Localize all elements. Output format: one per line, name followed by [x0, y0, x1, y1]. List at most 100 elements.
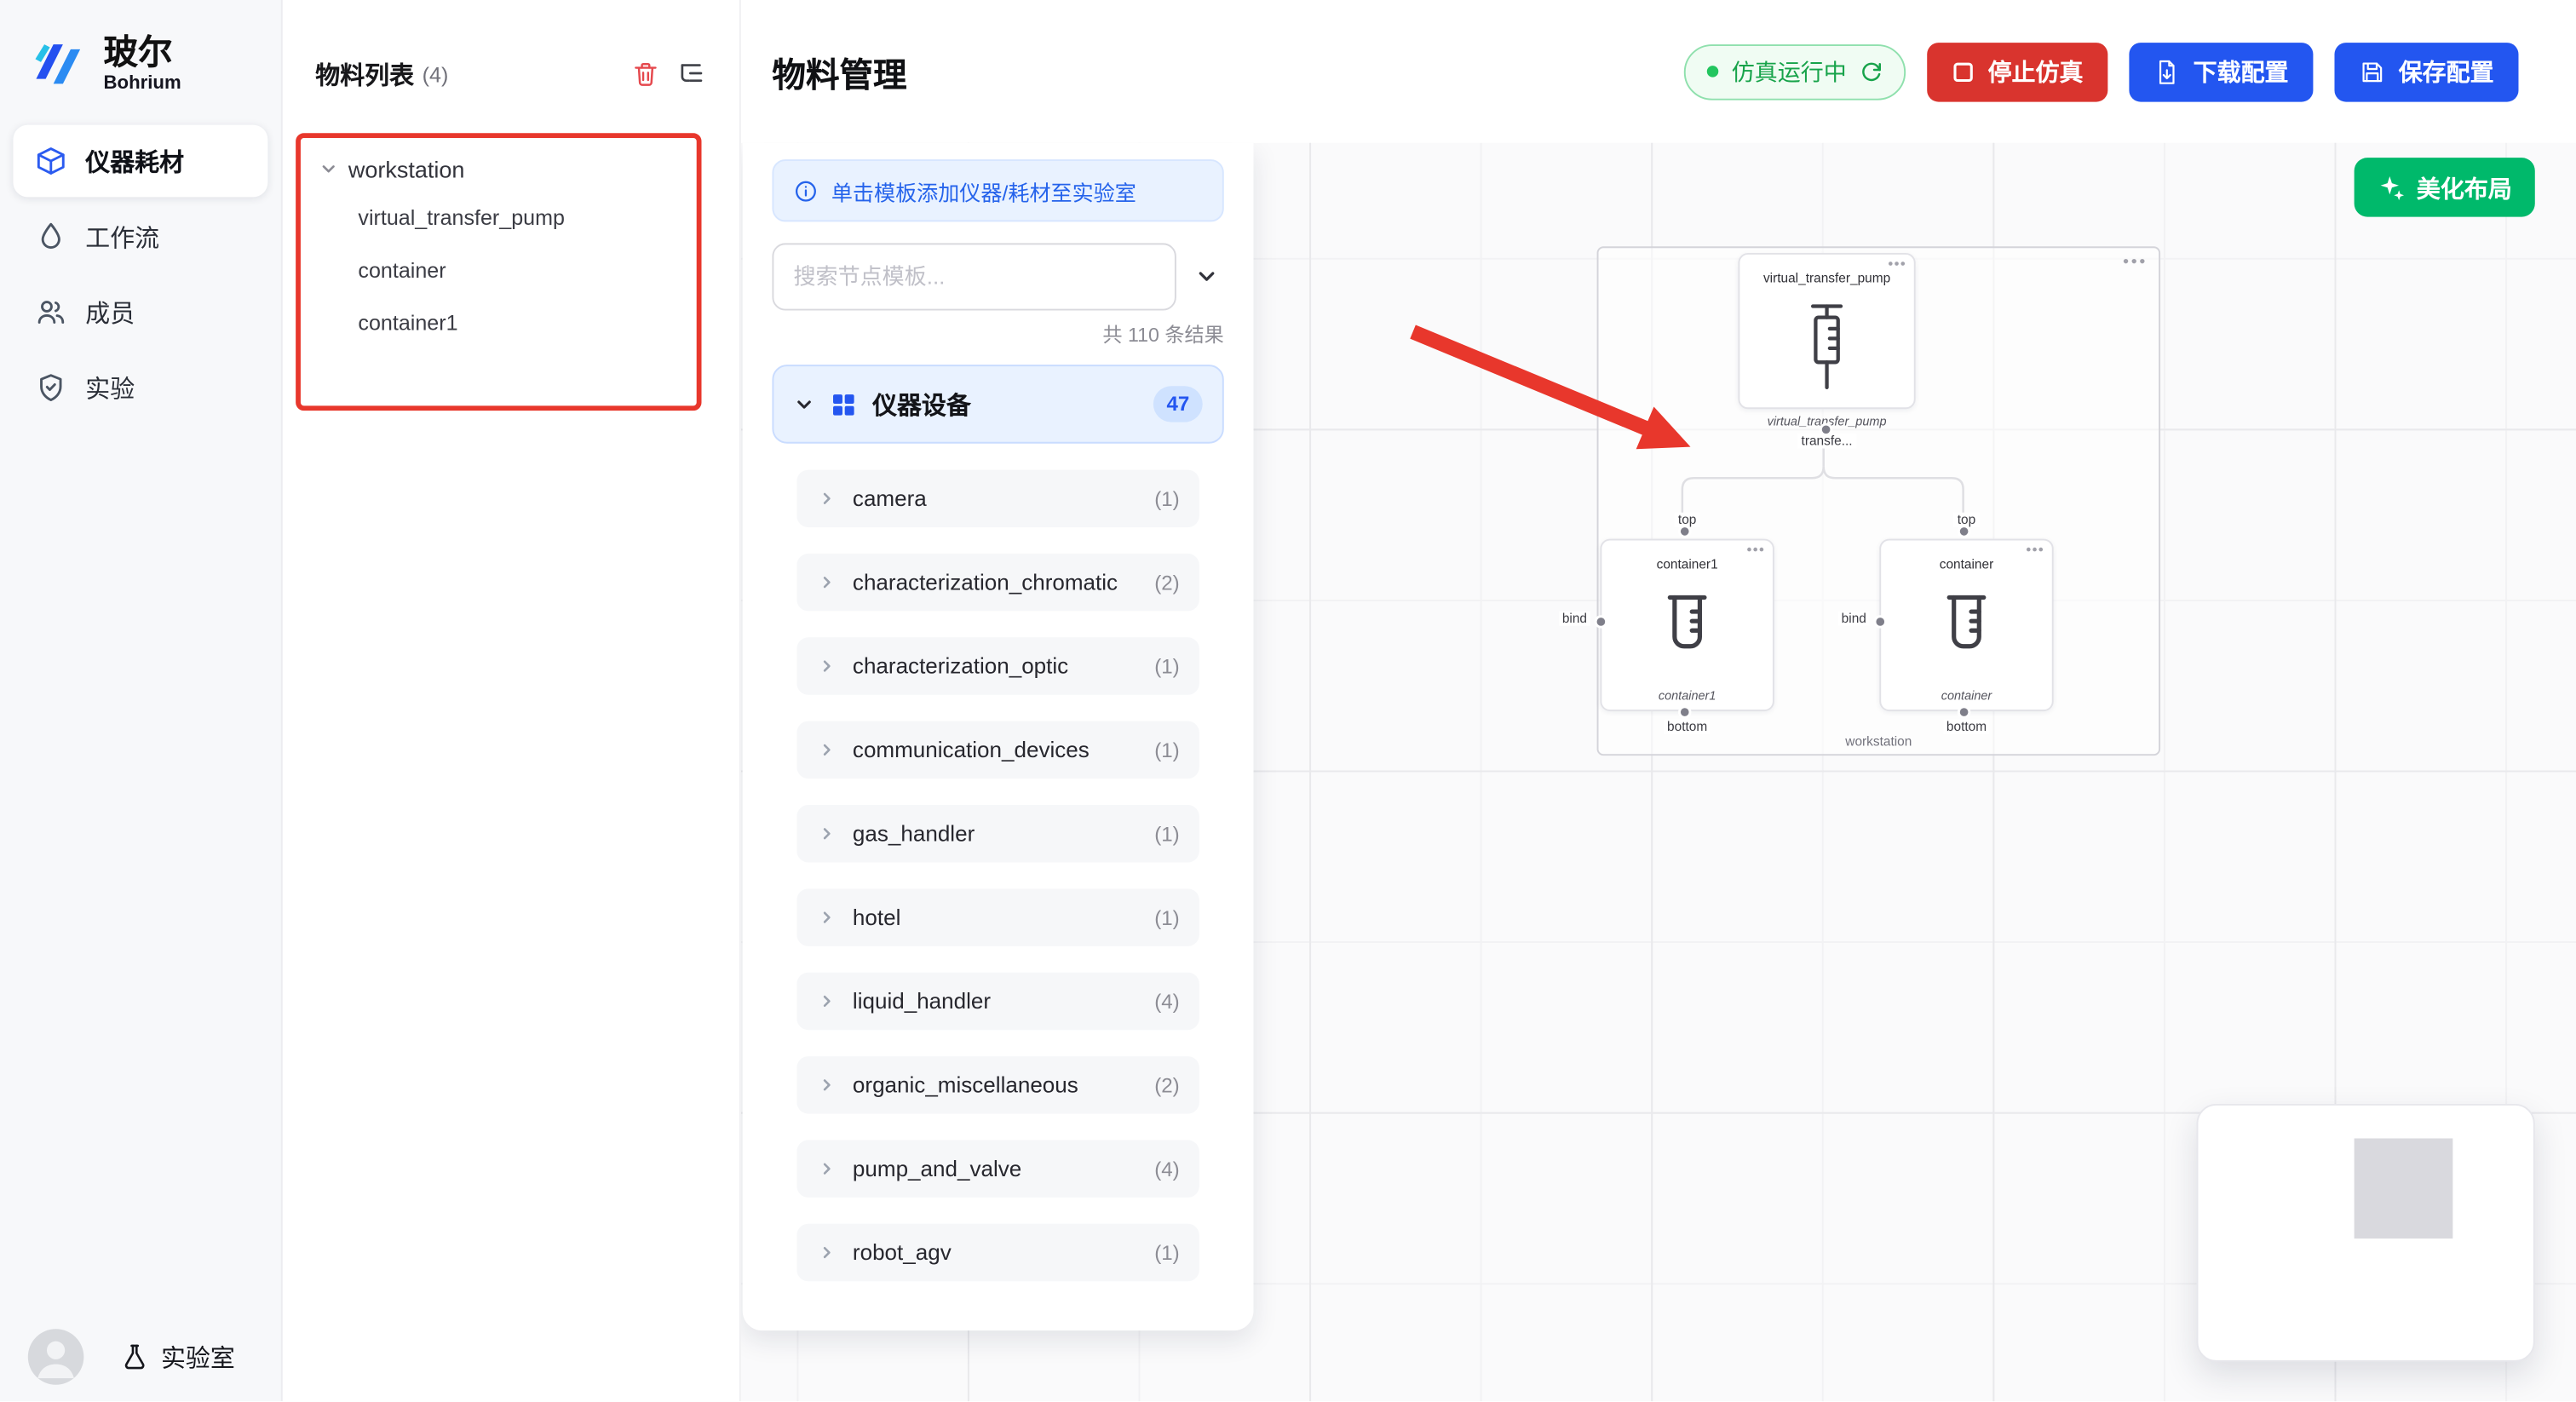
tree-node-child[interactable]: virtual_transfer_pump [283, 191, 739, 244]
template-item-row[interactable]: camera (1) [796, 469, 1199, 528]
lab-link[interactable]: 实验室 [120, 1340, 235, 1374]
save-config-button[interactable]: 保存配置 [2334, 42, 2519, 101]
port-dot[interactable] [1596, 618, 1606, 626]
port-dot[interactable] [1680, 527, 1689, 536]
download-config-button[interactable]: 下载配置 [2129, 42, 2314, 101]
template-item-row[interactable]: hotel (1) [796, 888, 1199, 946]
template-item-count: (2) [1154, 1073, 1180, 1097]
port-dot[interactable] [1876, 618, 1885, 626]
beautify-layout-button[interactable]: 美化布局 [2354, 158, 2535, 217]
template-item-label: camera [852, 486, 927, 511]
template-item-label: liquid_handler [852, 988, 992, 1014]
port-dot[interactable] [1821, 425, 1831, 434]
node-container[interactable]: container container [1879, 538, 2054, 712]
more-icon[interactable] [2123, 258, 2146, 265]
beaker-icon [1881, 577, 2052, 662]
sidebar-item-experiments[interactable]: 实验 [13, 352, 267, 424]
template-item-row[interactable]: organic_miscellaneous (2) [796, 1056, 1199, 1114]
syringe-icon [1739, 290, 1913, 395]
more-icon[interactable] [1746, 547, 1764, 552]
port-dot[interactable] [1959, 527, 1969, 536]
beaker-icon [1601, 577, 1773, 662]
node-virtual-transfer-pump[interactable]: virtual_transfer_pump [1738, 252, 1916, 410]
port-label: bind [1830, 611, 1870, 627]
sidebar-item-label: 成员 [85, 299, 135, 328]
sidebar-item-label: 实验 [85, 375, 135, 404]
avatar[interactable] [27, 1329, 84, 1385]
template-item-count: (1) [1154, 905, 1180, 929]
sidebar-item-label: 工作流 [85, 224, 160, 253]
brand[interactable]: 玻尔 Bohrium [0, 0, 281, 118]
tree-node-child[interactable]: container [283, 243, 739, 296]
template-item-label: characterization_optic [852, 653, 1069, 679]
chevron-right-icon [818, 1244, 836, 1261]
template-item-row[interactable]: characterization_optic (1) [796, 637, 1199, 695]
category-count-badge: 47 [1153, 386, 1203, 422]
port-dot[interactable] [1680, 708, 1689, 716]
tree-node-workstation[interactable]: workstation [283, 148, 739, 191]
workflow-canvas[interactable]: virtual_transfer_pump v [740, 142, 2576, 1402]
stop-simulation-button[interactable]: 停止仿真 [1927, 42, 2108, 101]
template-item-count: (1) [1154, 1241, 1180, 1265]
template-item-label: hotel [852, 905, 901, 930]
category-label: 仪器设备 [872, 391, 971, 420]
material-list-header: 物料列表 (4) [315, 53, 706, 95]
chevron-down-icon[interactable] [1187, 259, 1223, 295]
page-title: 物料管理 [772, 56, 907, 95]
topbar: 物料管理 仿真运行中 停止仿真 [740, 0, 2576, 143]
save-button-label: 保存配置 [2398, 60, 2494, 88]
flask-icon [120, 1342, 150, 1372]
node-title: virtual_transfer_pump [1762, 271, 1891, 286]
more-icon[interactable] [1888, 261, 1906, 267]
chevron-right-icon [818, 992, 836, 1010]
chevron-down-icon [319, 159, 338, 179]
port-label: transfe... [1738, 434, 1915, 450]
chevron-right-icon [818, 657, 836, 675]
tree-node-label: workstation [348, 156, 465, 183]
sidebar-item-workflow[interactable]: 工作流 [13, 200, 267, 273]
save-icon [2359, 58, 2385, 84]
material-list-panel: 物料列表 (4) [282, 0, 741, 1402]
sidebar-footer: 实验室 [0, 1329, 281, 1385]
template-item-row[interactable]: liquid_handler (4) [796, 972, 1199, 1031]
template-item-label: communication_devices [852, 737, 1090, 762]
simulation-status-pill[interactable]: 仿真运行中 [1683, 43, 1906, 100]
port-dot[interactable] [1959, 708, 1969, 716]
sidebar-nav: 仪器耗材 工作流 成员 [0, 124, 281, 424]
tree-node-label: virtual_transfer_pump [358, 204, 565, 230]
sidebar-item-instruments[interactable]: 仪器耗材 [13, 124, 268, 198]
chevron-right-icon [818, 908, 836, 926]
tree-node-child[interactable]: container1 [283, 296, 739, 348]
port-label: top [1879, 512, 2053, 529]
port-label: bottom [1879, 719, 2053, 736]
sidebar-item-members[interactable]: 成员 [13, 276, 267, 348]
template-item-row[interactable]: robot_agv (1) [796, 1223, 1199, 1282]
workstation-group[interactable]: virtual_transfer_pump v [1558, 246, 2161, 756]
template-item-count: (1) [1154, 822, 1180, 846]
trash-icon[interactable] [631, 59, 661, 89]
template-item-count: (2) [1154, 571, 1180, 595]
template-item-row[interactable]: gas_handler (1) [796, 804, 1199, 863]
template-item-row[interactable]: communication_devices (1) [796, 721, 1199, 779]
more-icon[interactable] [2026, 547, 2044, 552]
minimap-viewport-rect[interactable] [2354, 1138, 2453, 1239]
node-title: container1 [1656, 556, 1718, 572]
tree-list-icon[interactable] [677, 59, 707, 89]
template-item-label: pump_and_valve [852, 1156, 1022, 1181]
main-area: 物料管理 仿真运行中 停止仿真 [740, 0, 2576, 1402]
minimap[interactable] [2196, 1103, 2535, 1362]
search-input[interactable] [772, 243, 1176, 311]
chevron-right-icon [818, 741, 836, 759]
search-row [772, 243, 1223, 311]
category-instruments[interactable]: 仪器设备 47 [772, 365, 1224, 444]
template-item-row[interactable]: characterization_chromatic (2) [796, 553, 1199, 612]
chevron-right-icon [818, 1076, 836, 1094]
template-item-count: (1) [1154, 486, 1180, 510]
node-container1[interactable]: container1 container1 [1600, 538, 1774, 712]
refresh-icon[interactable] [1860, 60, 1883, 83]
node-caption: container [1941, 688, 1992, 704]
chevron-right-icon [818, 825, 836, 842]
template-item-row[interactable]: pump_and_valve (4) [796, 1140, 1199, 1198]
sparkles-icon [2378, 173, 2406, 201]
